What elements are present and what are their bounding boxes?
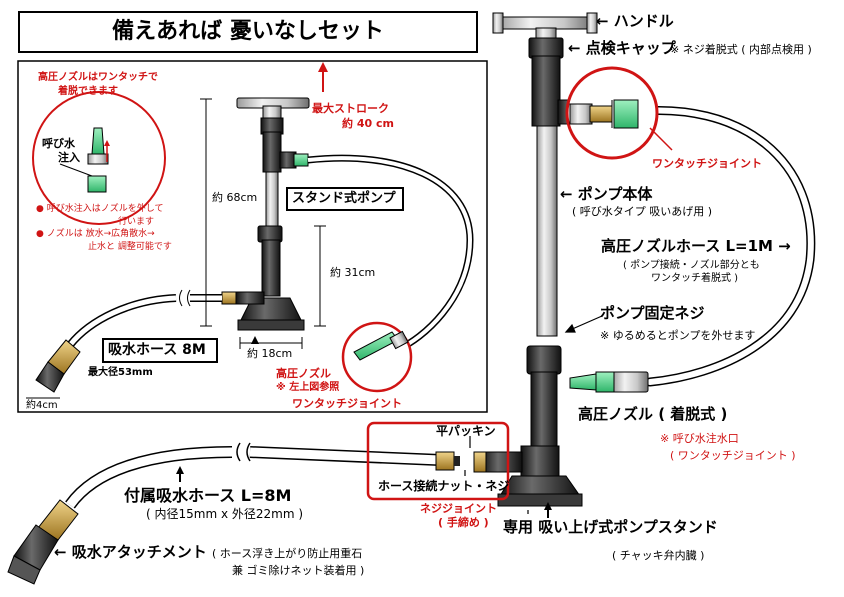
stand-pump-label-box: スタンド式ポンプ <box>286 187 404 211</box>
check-cap-note: ※ ネジ着脱式 ( 内部点検用 ) <box>670 43 812 56</box>
title-box: 備えあれば 憂いなしセット <box>18 11 478 53</box>
bubble-line-2: 着脱できます <box>58 86 118 97</box>
page-title: 備えあれば 憂いなしセット <box>112 19 384 44</box>
bubble-note-1: ● 呼び水注入はノズルを外して <box>36 204 164 214</box>
hp-hose <box>629 107 814 385</box>
flat-packing-label: 平パッキン <box>436 424 496 438</box>
max-stroke-value: 約 40 cm <box>342 117 394 130</box>
bubble-inlet-label-2: 注入 <box>58 151 80 164</box>
max-diameter-label: 最大径53mm <box>88 367 153 378</box>
width-4-label: 約4cm <box>26 400 58 411</box>
stand-note: ( チャッキ弁内臓 ) <box>612 549 705 562</box>
hp-hose-note-2: ワンタッチ着脱式 ) <box>651 273 739 284</box>
bubble-note-4: 止水と 調整可能です <box>88 242 172 252</box>
fix-screw-note: ※ ゆるめるとポンプを外せます <box>600 329 756 342</box>
suction-hose-label-box: 吸水ホース 8M <box>102 338 218 363</box>
attachment-note-1: ( ホース浮き上がり防止用重石 <box>212 547 363 560</box>
screw-joint-note: ( 手締め ) <box>438 516 489 529</box>
bubble-line-1: 高圧ノズルはワンタッチで <box>38 72 158 83</box>
hp-nozzle-note-2: ( ワンタッチジョイント ) <box>670 449 796 462</box>
check-cap-label: ← 点検キャップ <box>568 39 676 57</box>
suction-hose-title: 付属吸水ホース L=8M <box>124 486 292 505</box>
handle-bar <box>496 16 594 30</box>
inset-nozzle-ref: ※ 左上図参照 <box>276 382 340 393</box>
one-touch-joint-label: ワンタッチジョイント <box>652 157 762 170</box>
bubble-note-2: 行います <box>118 217 155 227</box>
max-stroke-label: 最大ストローク <box>312 102 389 115</box>
suction-hose-spec: ( 内径15mm x 外径22mm ) <box>146 507 304 521</box>
height-31-label: 約 31cm <box>330 266 376 279</box>
hose-nut-label: ホース接続ナット・ネジ <box>378 479 510 493</box>
inset-frame <box>17 60 488 413</box>
height-68-label: 約 68cm <box>212 191 258 204</box>
pump-body-label: ← ポンプ本体 <box>560 185 653 203</box>
connection-box <box>366 421 510 501</box>
pump-body <box>536 125 558 337</box>
hp-hose-note-1: ( ポンプ接続・ノズル部分とも <box>623 260 760 271</box>
inset-nozzle-joint: ワンタッチジョイント <box>292 397 402 410</box>
check-cap <box>528 37 564 59</box>
bubble-inlet-label-1: 呼び水 <box>42 137 75 150</box>
stand-label: 専用 吸い上げ式ポンプスタンド <box>503 518 718 536</box>
inset-dimensions <box>26 98 326 399</box>
hp-nozzle <box>569 371 649 393</box>
hp-nozzle-label: 高圧ノズル ( 着脱式 ) <box>578 405 728 423</box>
pump-stand-base <box>499 475 581 497</box>
stand-pump-label: スタンド式ポンプ <box>292 191 396 206</box>
bubble-note-3: ● ノズルは 放水→広角散水→ <box>36 229 155 239</box>
suction-attachment <box>7 499 79 585</box>
suction-hose-main <box>66 447 233 508</box>
attachment-note-2: 兼 ゴミ除けネット装着用 ) <box>232 564 365 577</box>
handle-label: ← ハンドル <box>596 12 674 30</box>
width-18-label: 約 18cm <box>247 347 293 360</box>
suction-hose-label: 吸水ホース 8M <box>108 342 206 358</box>
attachment-label: ← 吸水アタッチメント <box>54 543 207 561</box>
fix-screw-label: ポンプ固定ネジ <box>600 304 705 322</box>
screw-joint-label: ネジジョイント <box>420 502 497 515</box>
hp-nozzle-note-1: ※ 呼び水注水口 <box>660 432 739 445</box>
inset-pump <box>221 97 310 331</box>
inset-nozzle-label: 高圧ノズル <box>276 367 331 380</box>
pump-body-note: ( 呼び水タイプ 吸いあげ用 ) <box>572 205 713 218</box>
hp-hose-label: 高圧ノズルホース L=1M → <box>601 237 791 255</box>
